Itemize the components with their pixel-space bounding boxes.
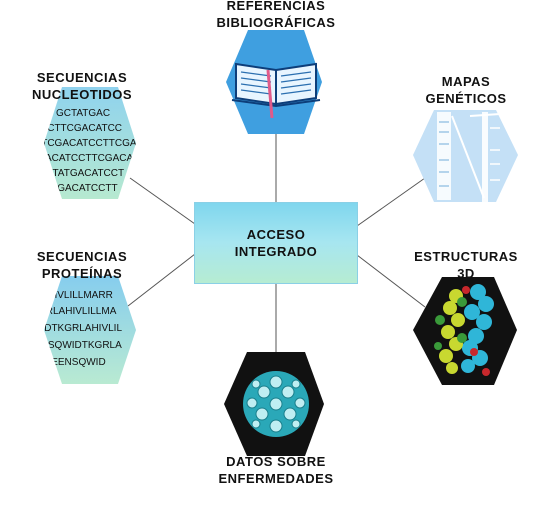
estructuras-hexagon	[413, 277, 517, 385]
connector-estructuras	[356, 254, 426, 308]
svg-text:CGACATCCTTCGACAT: CGACATCCTTCGACAT	[30, 153, 139, 164]
svg-text:CGACATCCTT: CGACATCCTT	[50, 183, 118, 194]
referencias-hexagon	[226, 30, 322, 134]
proteinas-line1: SECUENCIAS	[36, 249, 128, 264]
svg-text:GRLAHIVLILLMA: GRLAHIVLILLMA	[38, 306, 117, 317]
connector-mapas	[356, 177, 426, 227]
book-icon	[231, 62, 321, 119]
connector-lines	[127, 134, 426, 352]
enfermedades-hexagon	[224, 352, 324, 456]
mapas-line2: GENÉTICOS	[425, 91, 507, 106]
enfermedades-line1: DATOS SOBRE	[226, 454, 326, 469]
center-line1: ACCESO	[246, 227, 306, 242]
mapas-hexagon	[413, 110, 518, 202]
genetic-map-icon	[437, 112, 501, 202]
referencias-line2: BIBLIOGRÁFICAS	[216, 15, 336, 30]
nucleotidos-label: SECUENCIAS NUCLEOTIDOS	[12, 69, 152, 103]
svg-text:HVLILLMARR: HVLILLMARR	[50, 290, 113, 301]
virus-icon	[243, 371, 309, 437]
svg-text:GCTATGAC: GCTATGAC	[56, 108, 110, 119]
nucleotidos-line1: SECUENCIAS	[36, 70, 128, 85]
svg-text:REENSQWID: REENSQWID	[44, 357, 106, 368]
estructuras-line1: ESTRUCTURAS	[414, 249, 518, 264]
proteinas-line2: PROTEÍNAS	[41, 266, 123, 281]
referencias-label: REFERENCIAS BIBLIOGRÁFICAS	[196, 0, 356, 31]
mapas-label: MAPAS GENÉTICOS	[396, 73, 536, 107]
estructuras-line2: 3D	[457, 266, 475, 281]
center-line2: INTEGRADO	[234, 244, 318, 259]
estructuras-label: ESTRUCTURAS 3D	[396, 248, 536, 282]
protein-sequence-text: HVLILLMARR GRLAHIVLILLMA WIDTKGRLAHIVLIL…	[32, 290, 122, 368]
svg-text:CTCGACATCCTTCGA: CTCGACATCCTTCGA	[34, 138, 137, 149]
acceso-integrado-label: ACCESO INTEGRADO	[195, 226, 357, 260]
acceso-integrado-box	[195, 203, 357, 283]
mapas-line1: MAPAS	[441, 74, 491, 89]
proteinas-hexagon: HVLILLMARR GRLAHIVLILLMA WIDTKGRLAHIVLIL…	[32, 276, 136, 384]
svg-text:CCTTCGACATCC: CCTTCGACATCC	[40, 123, 122, 134]
nucleotidos-hexagon: GCTATGAC CCTTCGACATCC CTCGACATCCTTCGA CG…	[30, 87, 139, 199]
referencias-line1: REFERENCIAS	[226, 0, 326, 13]
enfermedades-line2: ENFERMEDADES	[218, 471, 334, 486]
svg-text:ENSQWIDTKGRLA: ENSQWIDTKGRLA	[34, 340, 122, 351]
nucleotide-sequence-text: GCTATGAC CCTTCGACATCC CTCGACATCCTTCGA CG…	[30, 108, 139, 194]
nucleotidos-line2: NUCLEOTIDOS	[31, 87, 133, 102]
connector-proteinas	[127, 253, 196, 307]
protein-structure-icon	[434, 284, 494, 376]
enfermedades-label: DATOS SOBRE ENFERMEDADES	[196, 453, 356, 487]
connector-nucleotidos	[129, 177, 196, 225]
svg-text:WIDTKGRLAHIVLIL: WIDTKGRLAHIVLIL	[32, 323, 122, 334]
proteinas-label: SECUENCIAS PROTEÍNAS	[12, 248, 152, 282]
svg-text:CCTATGACATCCT: CCTATGACATCCT	[38, 168, 124, 179]
